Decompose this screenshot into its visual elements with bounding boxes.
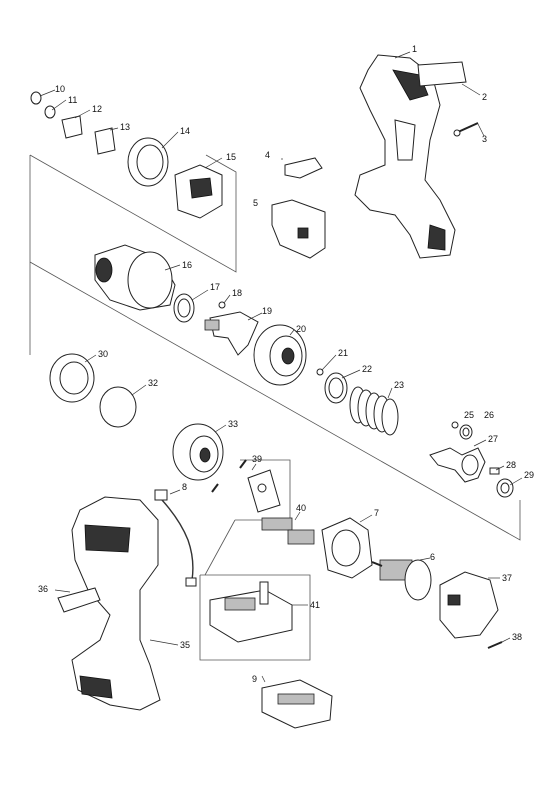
label-part-33: 33	[228, 419, 238, 429]
label-part-9: 9	[252, 674, 257, 684]
label-part-5: 5	[253, 198, 258, 208]
label-part-26: 26	[484, 410, 494, 420]
label-part-17: 17	[210, 282, 220, 292]
washer-part-26	[459, 424, 473, 440]
housing-right-part-1	[354, 54, 467, 259]
screw-part-3	[453, 122, 479, 137]
label-part-20: 20	[296, 324, 306, 334]
controller-part-41	[209, 581, 293, 643]
label-part-21: 21	[338, 348, 348, 358]
label-part-12: 12	[92, 104, 102, 114]
label-part-22: 22	[362, 364, 372, 374]
switch-part-5	[271, 199, 326, 259]
spindle-part-27	[429, 447, 486, 483]
label-part-11: 11	[68, 95, 77, 105]
label-part-37: 37	[502, 573, 512, 583]
label-part-1: 1	[412, 44, 417, 54]
stator-part-7	[321, 517, 373, 579]
label-part-39: 39	[252, 454, 262, 464]
label-part-29: 29	[524, 470, 534, 480]
label-part-38: 38	[512, 632, 522, 642]
spring-part-23	[349, 386, 399, 436]
label-part-4: 4	[265, 150, 270, 160]
rotor-part-6	[371, 559, 432, 601]
motor-housing-part-37	[439, 571, 499, 639]
label-part-16: 16	[182, 260, 192, 270]
label-part-7: 7	[374, 508, 379, 518]
label-part-25: 25	[464, 410, 474, 420]
hammer-part-20	[253, 324, 307, 386]
label-part-40: 40	[296, 503, 306, 513]
steel-ball-part-18	[218, 301, 226, 309]
steel-ball-part-21	[316, 368, 324, 376]
switch-lever-part-4	[284, 157, 323, 179]
ring-part-30	[49, 353, 95, 403]
washer-part-17	[173, 293, 195, 323]
screw-part-39a	[239, 459, 247, 469]
label-part-8: 8	[182, 482, 187, 492]
leader-lines	[39, 51, 523, 683]
label-part-6: 6	[430, 552, 435, 562]
ring-part-14	[127, 137, 169, 187]
label-part-15: 15	[226, 152, 236, 162]
lead-wire-part-8	[154, 489, 197, 587]
steel-ball-part-25	[451, 421, 459, 429]
screw-part-38	[487, 641, 503, 649]
hammer-case-part-16	[94, 244, 176, 311]
housing-left-part-35	[71, 496, 161, 711]
label-part-13: 13	[120, 122, 130, 132]
label-part-3: 3	[482, 134, 487, 144]
terminal-part-9	[261, 679, 333, 729]
spring-stack-parts-10-13	[30, 91, 116, 155]
badge-part-36	[57, 587, 101, 613]
washer-part-22	[324, 372, 348, 404]
bracket-part-15	[174, 164, 223, 219]
label-part-19: 19	[262, 306, 272, 316]
label-part-36: 36	[38, 584, 48, 594]
bumper-part-33	[172, 423, 224, 481]
hall-sensor-part-40	[261, 517, 315, 545]
part-labels: 1 2 3 4 5 6 7 8 9 10 11 12 13 14 15 16 1…	[38, 44, 534, 684]
pin-part-28	[489, 467, 500, 475]
label-part-23: 23	[394, 380, 404, 390]
group-outlines	[29, 154, 521, 661]
label-part-41: 41	[310, 600, 320, 610]
label-part-14: 14	[180, 126, 190, 136]
label-part-2: 2	[482, 92, 487, 102]
label-part-18: 18	[232, 288, 242, 298]
plate-part-39	[247, 469, 281, 513]
label-part-27: 27	[488, 434, 498, 444]
o-ring-part-32	[99, 386, 137, 428]
label-part-35: 35	[180, 640, 190, 650]
screw-part-39b	[211, 483, 219, 493]
label-part-28: 28	[506, 460, 516, 470]
label-part-30: 30	[98, 349, 108, 359]
washer-part-29	[496, 478, 514, 498]
label-part-10: 10	[55, 84, 65, 94]
anvil-part-19	[204, 311, 259, 356]
label-part-32: 32	[148, 378, 158, 388]
